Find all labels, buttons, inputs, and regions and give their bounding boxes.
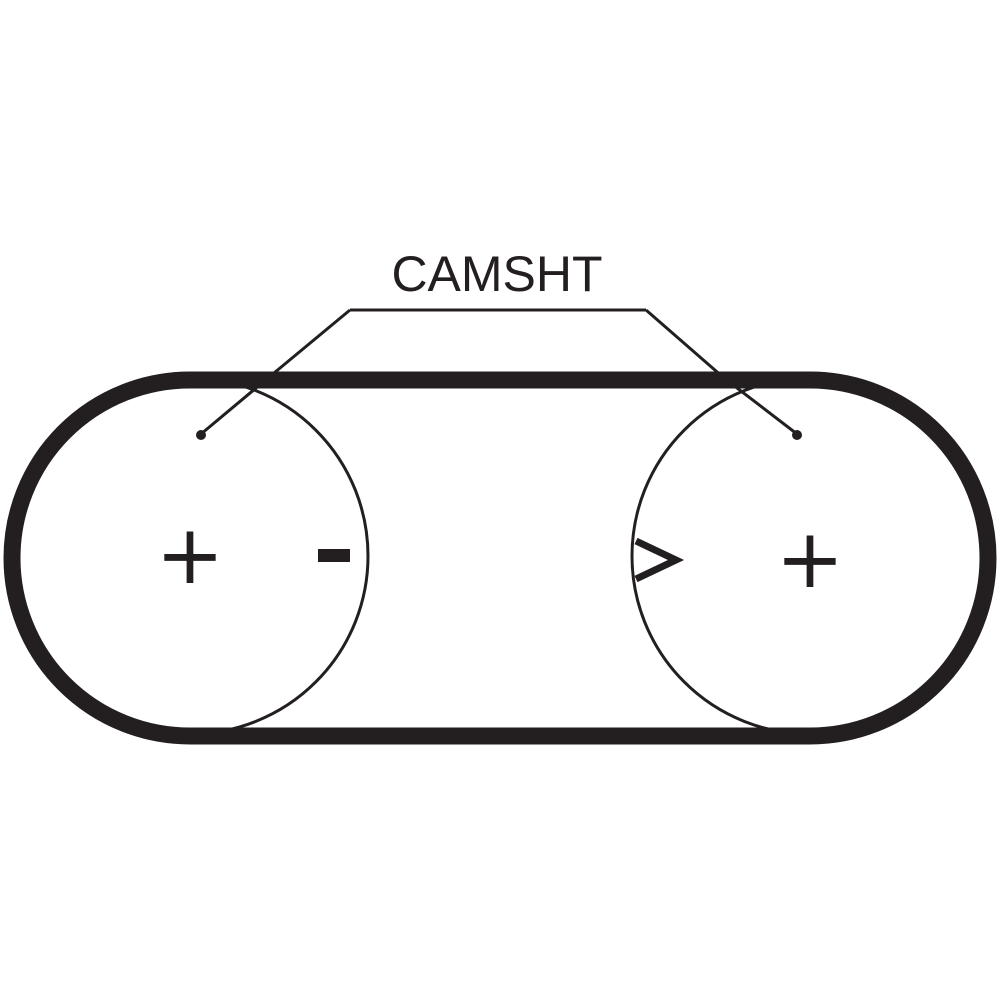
right-leader-line — [645, 308, 798, 436]
right-leader-dot — [792, 430, 802, 440]
left-pulley-symbol: + — [156, 508, 225, 603]
right-pulley-symbol: + — [776, 512, 845, 607]
camshaft-label: CAMSHT — [391, 246, 602, 302]
left-camshaft-pulley — [10, 376, 370, 736]
left-leader-dot — [196, 430, 206, 440]
chevron-right-marker-icon — [634, 537, 685, 583]
right-camshaft-pulley — [630, 376, 990, 736]
left-leader-line — [200, 308, 351, 436]
minus-marker-icon — [318, 549, 350, 562]
